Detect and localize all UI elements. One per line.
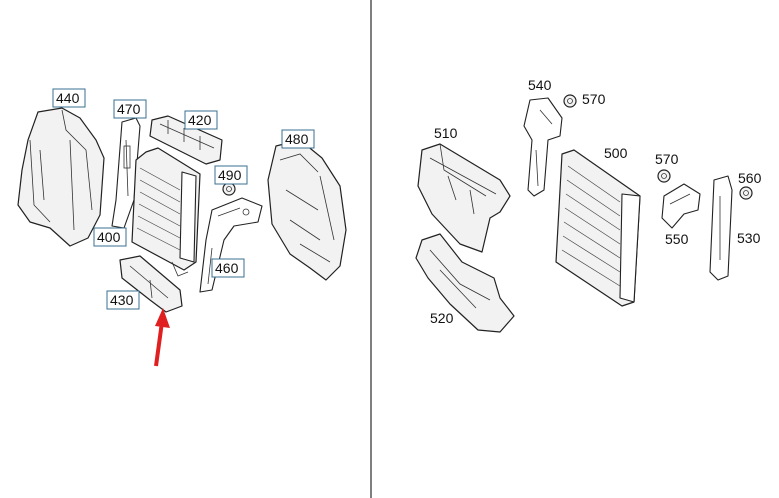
part-480-shroud[interactable] <box>267 139 347 281</box>
label-400[interactable]: 400 <box>93 227 127 247</box>
label-490[interactable]: 490 <box>214 165 248 185</box>
label-480[interactable]: 480 <box>281 129 315 149</box>
left-panel: 440 470 420 480 490 400 460 430 <box>17 88 347 367</box>
label-430[interactable]: 430 <box>106 290 140 310</box>
part-490-nut[interactable] <box>222 182 236 196</box>
svg-text:470: 470 <box>117 101 141 117</box>
label-470[interactable]: 470 <box>113 99 147 119</box>
part-570-nut-side[interactable] <box>657 169 671 183</box>
part-520-lower-duct[interactable] <box>415 233 515 333</box>
part-550-small-bracket[interactable] <box>661 183 701 229</box>
label-510[interactable]: 510 <box>434 125 458 141</box>
part-400-radiator[interactable] <box>131 147 201 277</box>
label-500[interactable]: 500 <box>604 145 628 161</box>
part-510-upper-duct[interactable] <box>417 143 511 253</box>
label-460[interactable]: 460 <box>211 258 245 278</box>
part-430-lower-mount[interactable] <box>119 255 183 313</box>
part-460-side-bracket[interactable] <box>199 197 263 293</box>
label-520[interactable]: 520 <box>430 310 454 326</box>
label-570-top[interactable]: 570 <box>582 91 606 107</box>
part-420-cover[interactable] <box>149 115 223 165</box>
svg-text:400: 400 <box>97 229 121 245</box>
label-550[interactable]: 550 <box>665 231 689 247</box>
radiator-fins <box>136 167 181 251</box>
svg-text:430: 430 <box>110 292 134 308</box>
right-panel: 540 570 510 500 570 560 550 530 520 <box>415 77 762 333</box>
red-pointer-arrow <box>154 308 170 367</box>
part-540-bracket[interactable] <box>523 97 563 197</box>
part-440-air-duct[interactable] <box>17 107 105 247</box>
part-570-nut-top[interactable] <box>563 94 577 108</box>
label-540[interactable]: 540 <box>528 77 552 93</box>
label-570-side[interactable]: 570 <box>655 151 679 167</box>
label-560[interactable]: 560 <box>738 170 762 186</box>
label-530[interactable]: 530 <box>737 230 761 246</box>
svg-text:490: 490 <box>218 167 242 183</box>
part-500-condenser[interactable] <box>555 149 641 307</box>
part-470-bracket[interactable] <box>111 117 141 229</box>
svg-text:480: 480 <box>285 131 309 147</box>
condenser-fins <box>561 165 621 287</box>
svg-text:460: 460 <box>215 260 239 276</box>
svg-text:420: 420 <box>188 112 212 128</box>
label-440[interactable]: 440 <box>52 88 86 108</box>
svg-text:440: 440 <box>56 90 80 106</box>
label-420[interactable]: 420 <box>184 110 218 130</box>
part-530-rail[interactable] <box>709 175 733 281</box>
part-560-nut[interactable] <box>739 186 753 200</box>
